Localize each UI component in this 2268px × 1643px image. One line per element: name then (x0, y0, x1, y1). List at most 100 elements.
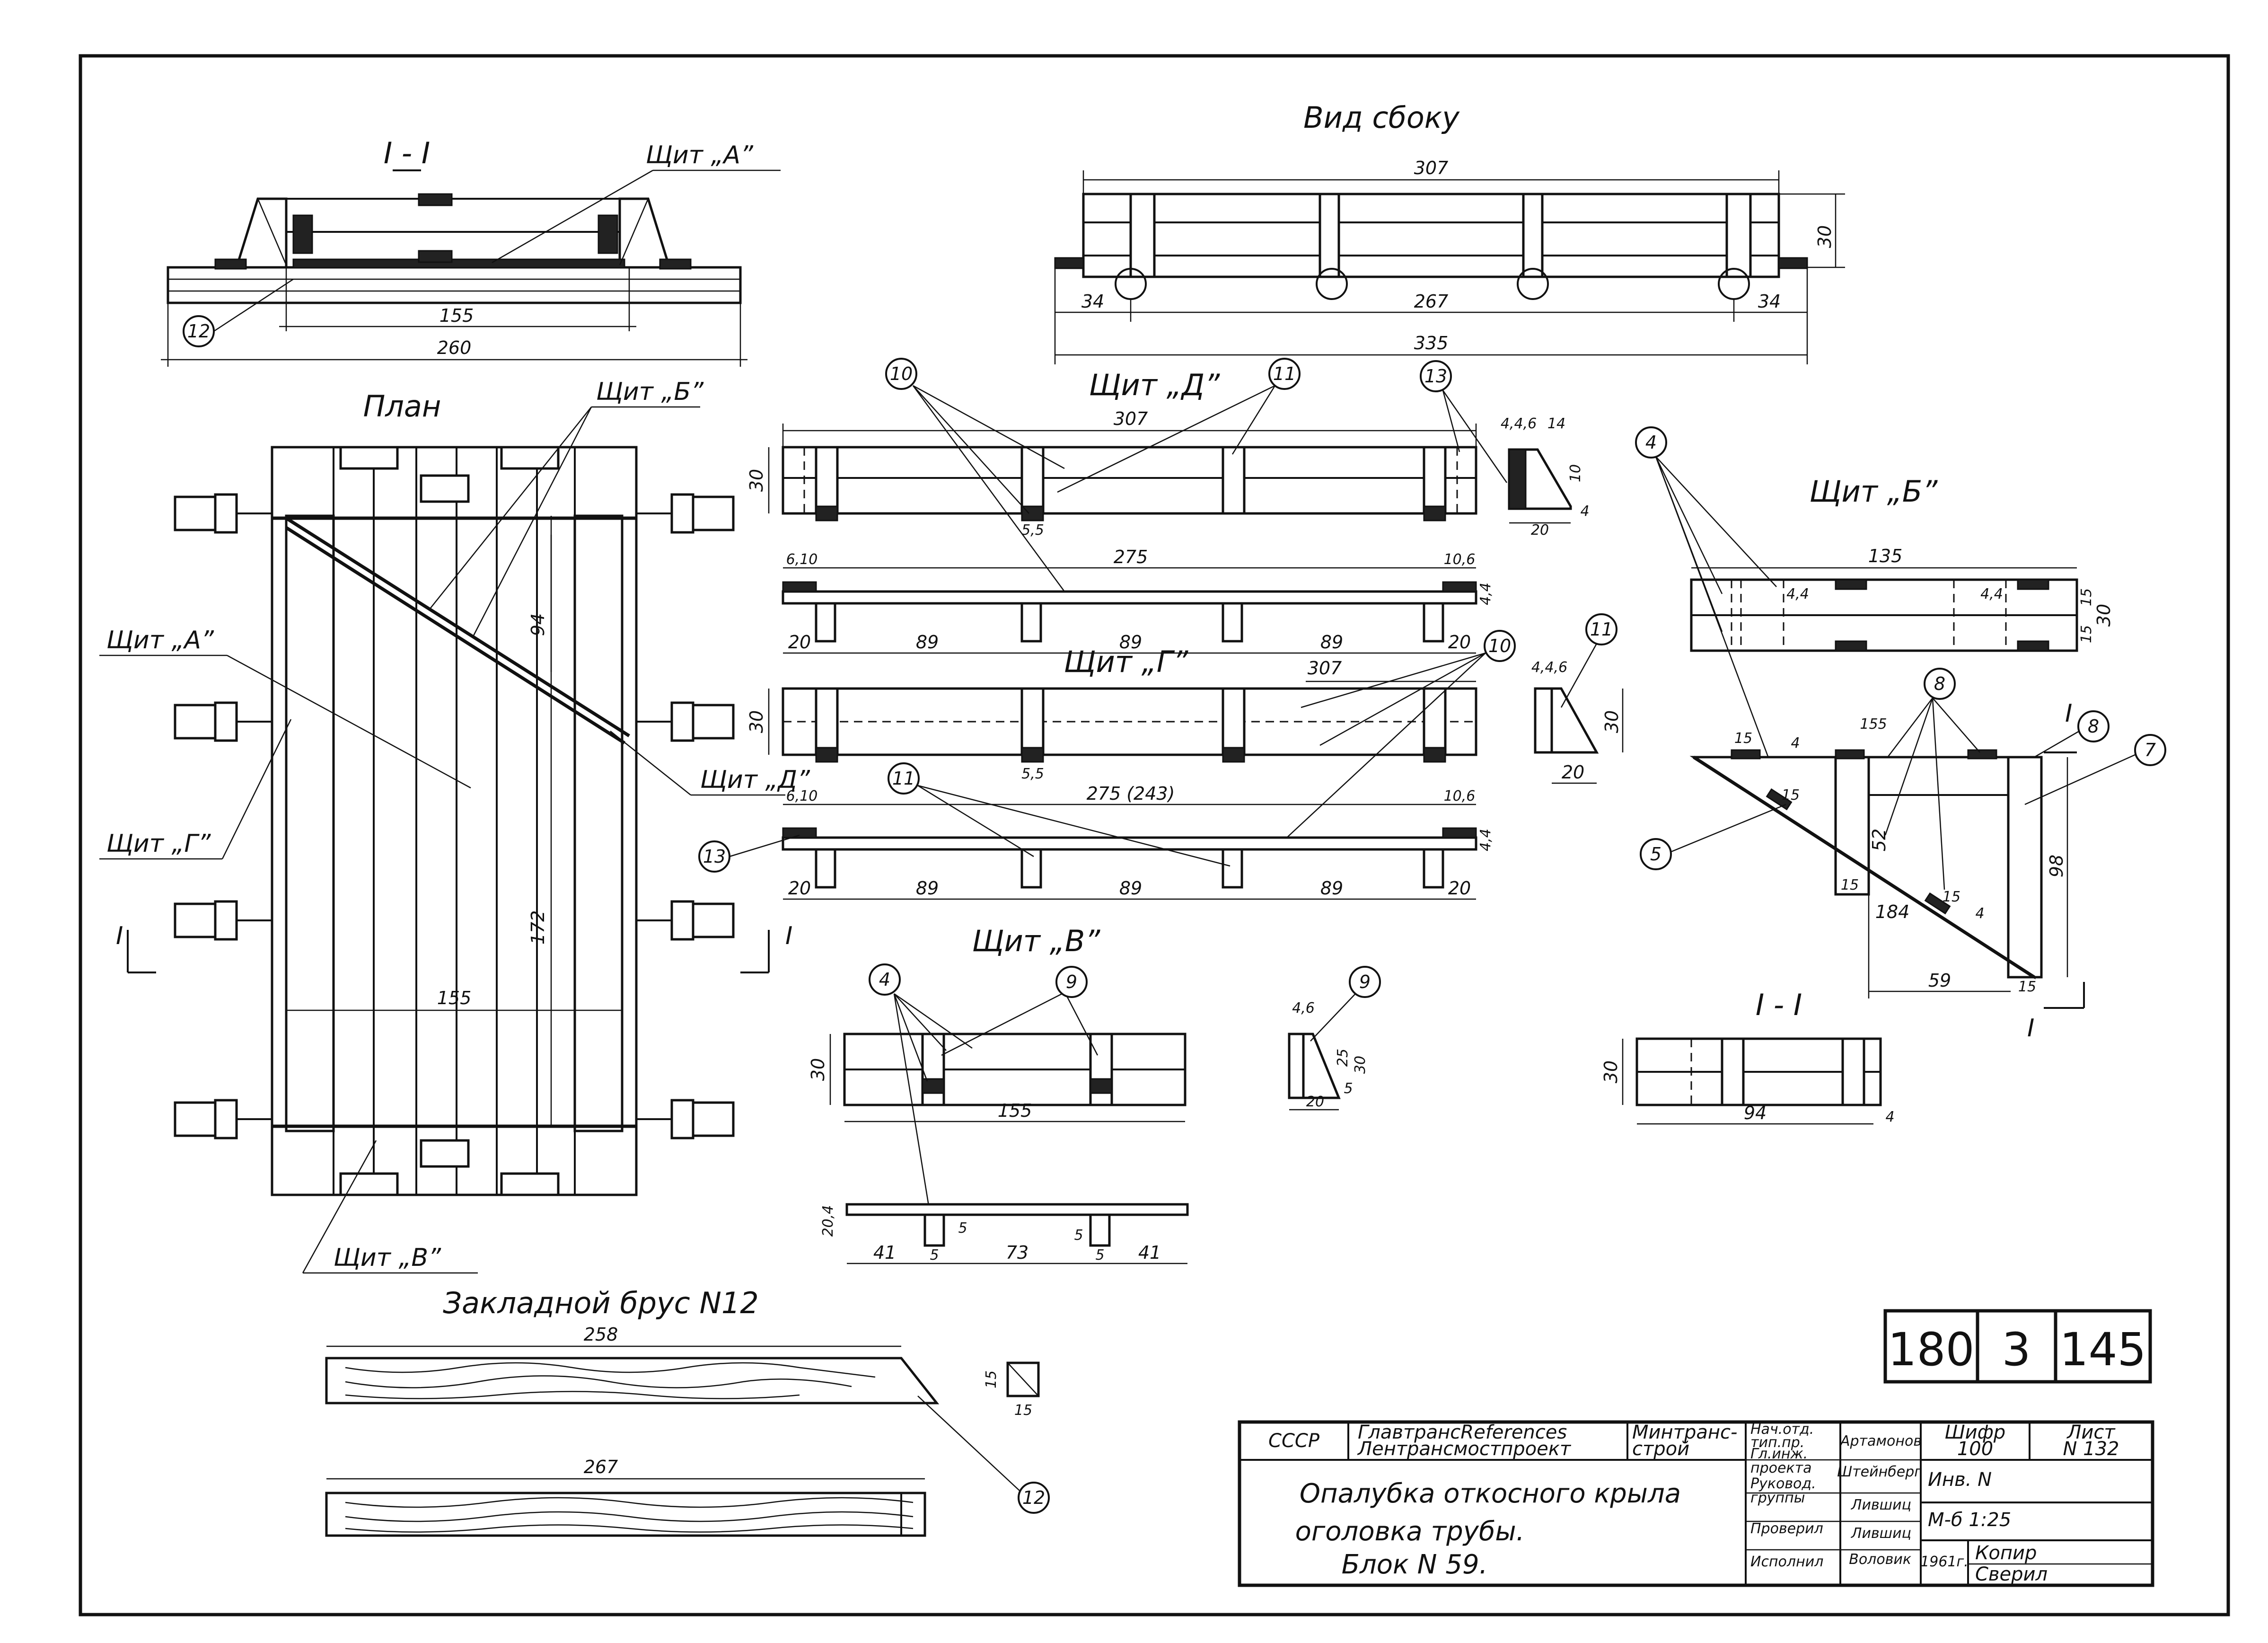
dim-g-55: 5,5 (1021, 766, 1044, 782)
dim-b-15b: 15 (2078, 625, 2095, 643)
dim-b-44b: 4,4 (1980, 586, 2003, 602)
dim-b-15d: 15 (1782, 787, 1800, 804)
dim-b-44a: 4,4 (1786, 586, 1809, 602)
dim-v-5: 5 (1344, 1080, 1353, 1097)
tb-ministry2: строй (1632, 1438, 1689, 1460)
dim-side-307: 307 (1414, 158, 1449, 178)
dim-d-20b: 20 (1448, 632, 1471, 653)
section-b-view: I - I 30 94 4 (1600, 988, 1895, 1125)
shield-d-view: Щит „Д” 307 30 5,5 4,4,6 14 10 20 4 (746, 358, 1590, 654)
dim-g-20a: 20 (788, 878, 811, 899)
label-shield-a-top: Щит „А” (646, 141, 754, 169)
dim-v-204: 20,4 (820, 1205, 836, 1237)
dim-side-30: 30 (1814, 225, 1835, 248)
tb-title-2: оголовка трубы. (1295, 1516, 1525, 1547)
marker-9-v: 9 (1066, 972, 1077, 992)
dim-plan-94: 94 (527, 613, 548, 636)
marker-4-b: 4 (1645, 432, 1657, 453)
dim-g-106: 10,6 (1444, 788, 1476, 804)
tb-code-label: Шифр (1945, 1422, 2005, 1443)
dim-b-184: 184 (1875, 901, 1910, 922)
sheet-frame (79, 54, 2230, 1616)
dim-v-5d: 5 (1095, 1247, 1104, 1263)
marker-9-v2: 9 (1359, 972, 1371, 992)
tb-sheet-value: N 132 (2063, 1438, 2119, 1460)
dim-b-155: 155 (1860, 716, 1887, 733)
tb-year: 1961г. (1920, 1554, 1969, 1570)
dim-g-89b: 89 (1119, 878, 1142, 899)
marker-12-beam: 12 (1022, 1487, 1045, 1508)
marker-4-v: 4 (879, 969, 890, 990)
dim-g-610: 6,10 (786, 788, 818, 804)
dim-g-89a: 89 (916, 878, 939, 899)
marker-11-d: 11 (1273, 363, 1296, 384)
dim-b-15a: 15 (2078, 588, 2095, 606)
tb-name-1: Штейнберг (1837, 1464, 1922, 1480)
tb-checked-label: Сверил (1975, 1564, 2048, 1585)
dim-d-89a: 89 (916, 632, 939, 653)
tb-code-value: 100 (1957, 1438, 1993, 1460)
dim-g-30p: 30 (1601, 710, 1622, 733)
section-top-title: I - I (384, 136, 430, 170)
drawing-sheet-number: 145 (2059, 1323, 2146, 1376)
marker-12-top: 12 (187, 321, 210, 342)
marker-11-g2: 11 (892, 768, 915, 789)
label-shield-v-plan: Щит „В” (334, 1244, 441, 1272)
shield-v-title: Щит „В” (972, 924, 1101, 958)
dim-b-59: 59 (1928, 970, 1951, 991)
cut-mark-right: I (785, 922, 792, 950)
dim-v-30: 30 (808, 1058, 828, 1081)
dim-beam-258: 258 (584, 1324, 618, 1345)
shield-d-title: Щит „Д” (1089, 368, 1220, 402)
dim-v-25: 25 (1335, 1049, 1351, 1067)
tb-scale: М-б 1:25 (1928, 1509, 2011, 1531)
shield-g-title: Щит „Г” (1064, 645, 1189, 679)
dim-d-106: 10,6 (1444, 551, 1476, 568)
dim-g-446: 4,4,6 (1531, 659, 1567, 676)
dim-d-10: 10 (1567, 464, 1584, 482)
tb-name-0: Артамонов (1839, 1433, 1922, 1449)
dim-d-44: 4,4 (1477, 583, 1494, 605)
tb-name-2: Лившиц (1851, 1497, 1911, 1513)
tb-org-ussr: СССР (1268, 1430, 1320, 1452)
dim-v-5a: 5 (958, 1220, 967, 1237)
dim-b-15h: 15 (2018, 979, 2036, 995)
dim-g-20b: 20 (1448, 878, 1471, 899)
dim-g-275: 275 (243) (1087, 783, 1175, 804)
plan-view: План (99, 378, 810, 1274)
dim-side-335: 335 (1414, 333, 1449, 353)
dim-d-30: 30 (746, 469, 767, 492)
marker-8-b2: 8 (2088, 716, 2099, 737)
tb-name-4: Воловик (1849, 1551, 1911, 1568)
tb-title-1: Опалубка откосного крыла (1300, 1478, 1681, 1509)
dim-d-446: 4,4,6 (1501, 415, 1537, 432)
tb-role-1: тип.пр. (1750, 1434, 1804, 1451)
cut-mark-b-top: I (2065, 699, 2072, 728)
marker-13-d: 13 (1424, 366, 1447, 387)
drawing-series: 180 (1888, 1323, 1974, 1376)
section-top-view: I - I Щит „А” 155 260 12 (161, 136, 781, 367)
dim-d-20a: 20 (788, 632, 811, 653)
dim-d-89c: 89 (1320, 632, 1343, 653)
dim-d-20: 20 (1531, 522, 1549, 539)
shield-v-view: Щит „В” 30 155 4 9 4,6 25 30 5 20 9 (808, 924, 1381, 1264)
tb-title-3: Блок N 59. (1342, 1549, 1488, 1580)
dim-side-34a: 34 (1081, 291, 1104, 312)
tb-sheet-label: Лист (2066, 1422, 2116, 1443)
tb-role-5: группы (1750, 1490, 1805, 1506)
shield-g-view: Щит „Г” 307 30 5,5 4,4,6 30 20 6,10 275 … (698, 613, 1624, 900)
dim-d-610: 6,10 (786, 551, 818, 568)
marker-13-g: 13 (703, 846, 726, 867)
dim-d-55: 5,5 (1021, 522, 1044, 539)
dim-v-155: 155 (998, 1100, 1032, 1121)
tb-org-main: ГлавтрансReferences (1358, 1422, 1567, 1443)
drawing-issue: 3 (2002, 1323, 2031, 1376)
dim-v-41a: 41 (873, 1242, 896, 1263)
dim-side-34b: 34 (1758, 291, 1781, 312)
dim-b-15c: 15 (1734, 730, 1752, 747)
marker-5-b: 5 (1650, 844, 1661, 865)
dim-s-94: 94 (1744, 1103, 1767, 1123)
dim-b-15f: 15 (1943, 889, 1960, 905)
dim-g-44: 4,4 (1477, 829, 1494, 851)
